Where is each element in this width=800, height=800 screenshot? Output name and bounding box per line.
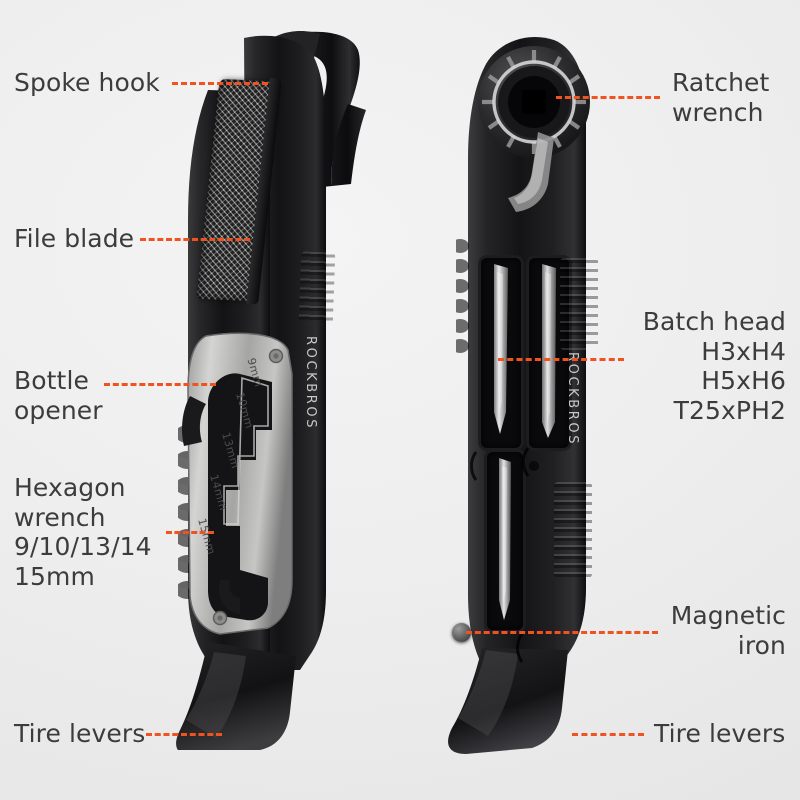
magnetic-iron-stud: [452, 623, 471, 642]
connector-batch-head: [498, 358, 624, 361]
ratchet-wrench-head: [478, 46, 590, 158]
label-batch-head: Batch head H3xH4 H5xH6 T25xPH2: [642, 307, 786, 425]
ratchet-selector-lever: [508, 132, 554, 212]
right-handle-ribs-lower: [554, 482, 592, 578]
hexagon-wrench-plate: [182, 332, 293, 635]
batch-head-bit-3: [499, 458, 511, 620]
connector-tire-levers-left: [146, 733, 222, 736]
label-tire-levers-right: Tire levers: [654, 719, 786, 748]
connector-tire-levers-right: [572, 733, 644, 736]
connector-bottle-opener: [104, 383, 216, 386]
label-ratchet-wrench: Ratchet wrench: [672, 68, 770, 127]
right-tool-detail-notches: [470, 447, 539, 663]
label-spoke-hook: Spoke hook: [14, 68, 160, 97]
label-file-blade: File blade: [14, 224, 135, 253]
left-handle-ribs: [298, 251, 336, 325]
label-bottle-opener: Bottle opener: [14, 366, 103, 425]
connector-file-blade: [140, 238, 250, 241]
connector-spoke-hook: [172, 82, 268, 85]
connector-ratchet-wrench: [556, 96, 660, 99]
right-tool-edge-scallops: [456, 239, 469, 353]
connector-hexagon-wrench: [166, 531, 214, 534]
batch-head-bit-1: [494, 264, 508, 434]
batch-head-bit-2: [542, 264, 556, 438]
label-magnetic-iron: Magnetic iron: [670, 601, 786, 660]
connector-magnetic-iron: [466, 631, 658, 634]
right-handle-ribs: [560, 258, 598, 350]
label-tire-levers-left: Tire levers: [14, 719, 146, 748]
label-hexagon-wrench: Hexagon wrench 9/10/13/14 15mm: [14, 473, 152, 591]
